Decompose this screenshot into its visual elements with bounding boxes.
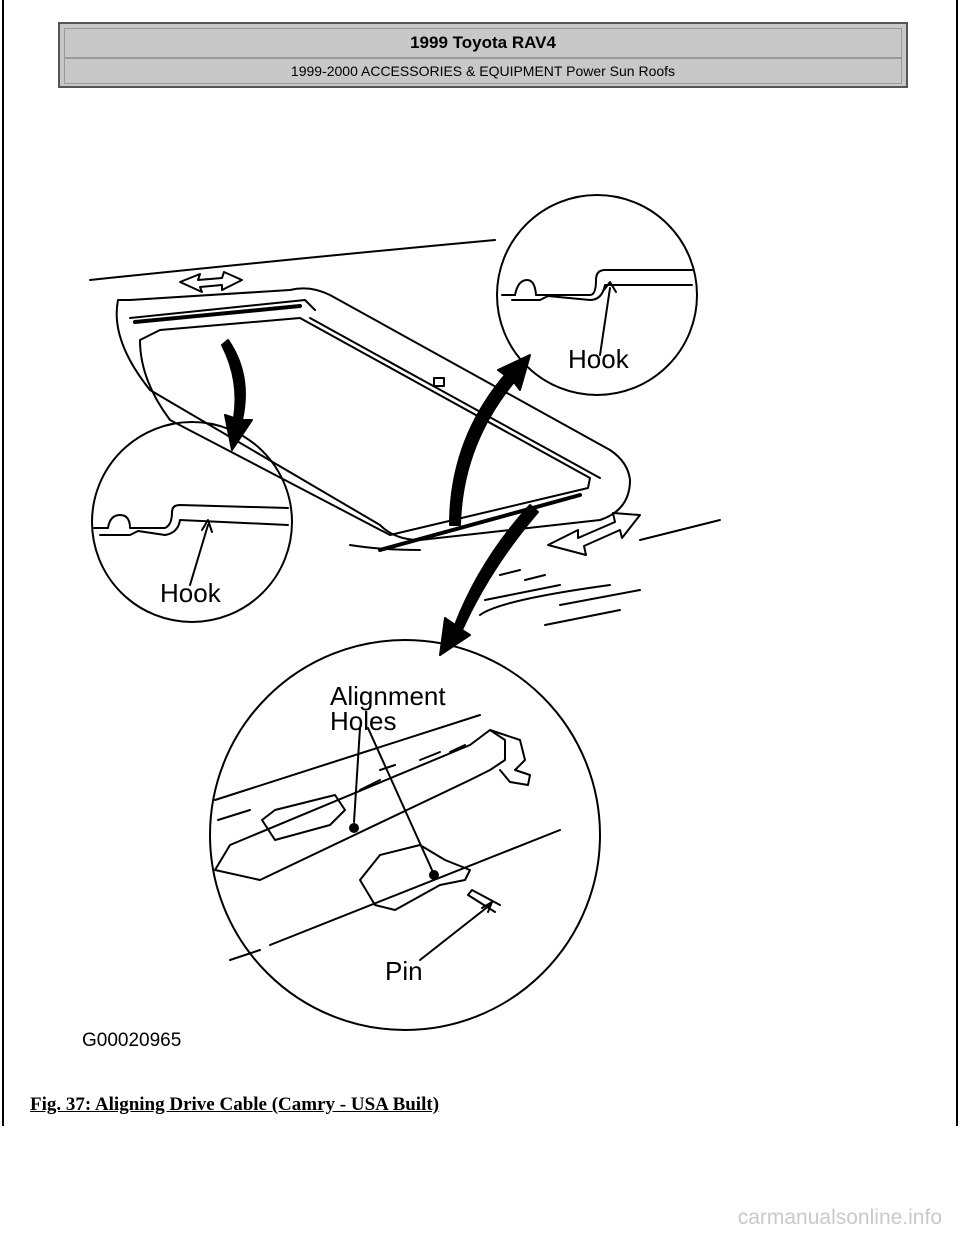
sunroof-outer-frame xyxy=(115,287,631,541)
sunroof-diagram: Hook Hook Alignment Holes Pin G00020965 xyxy=(82,194,721,1051)
drive-plate xyxy=(359,844,471,911)
lower-edge-line xyxy=(229,829,561,961)
detail-circle-bottom xyxy=(209,639,601,1031)
hook-pointer-top xyxy=(599,281,617,356)
front-rail xyxy=(133,304,302,324)
bracket-lines xyxy=(214,714,481,821)
document-subtitle: 1999-2000 ACCESSORIES & EQUIPMENT Power … xyxy=(64,58,902,84)
bracket-end xyxy=(489,729,531,786)
pin-shape xyxy=(467,889,501,913)
detail-circle-top xyxy=(496,194,698,396)
rear-rail xyxy=(378,493,582,552)
double-arrow-top xyxy=(179,271,243,293)
double-arrow-right xyxy=(547,512,641,556)
callout-arrow-bottom xyxy=(439,504,539,656)
label-hook-top: Hook xyxy=(568,344,630,374)
hook-detail-top xyxy=(501,269,693,301)
label-alignment-line2: Holes xyxy=(330,706,396,736)
roof-side-line xyxy=(479,584,611,616)
sunroof-left-rail xyxy=(129,299,316,319)
detail-circle-left xyxy=(91,421,293,623)
document-title: 1999 Toyota RAV4 xyxy=(64,28,902,58)
callout-arrow-left xyxy=(221,339,253,451)
roof-edge-line xyxy=(89,239,496,281)
body-line-lower xyxy=(499,569,546,581)
bracket-body xyxy=(214,729,506,881)
roof-side-line-2 xyxy=(639,519,721,541)
alignment-hole-2 xyxy=(429,870,439,880)
figure-id: G00020965 xyxy=(82,1030,181,1051)
body-line-lower-2 xyxy=(484,584,641,606)
watermark: carmanualsonline.info xyxy=(737,1206,942,1229)
hook-detail-left xyxy=(93,504,289,536)
alignment-hole-1 xyxy=(349,823,359,833)
page-frame xyxy=(2,0,958,1126)
alignment-pointer-2 xyxy=(367,727,433,871)
pin-pointer xyxy=(419,901,493,961)
document-header: 1999 Toyota RAV4 1999-2000 ACCESSORIES &… xyxy=(58,22,908,88)
hook-pointer-left xyxy=(189,519,213,586)
rail-clip xyxy=(433,377,445,387)
label-pin: Pin xyxy=(385,956,423,986)
sunroof-inner-frame xyxy=(139,317,591,536)
sunroof-inner-rail xyxy=(309,317,601,479)
bracket-slot xyxy=(261,794,346,841)
figure-caption[interactable]: Fig. 37: Aligning Drive Cable (Camry - U… xyxy=(30,1094,440,1115)
label-hook-left: Hook xyxy=(160,578,222,608)
label-alignment-line1: Alignment xyxy=(330,681,446,711)
body-line-lower-3 xyxy=(544,609,621,626)
alignment-pointer-1 xyxy=(353,727,361,823)
callout-arrow-top xyxy=(449,354,531,526)
